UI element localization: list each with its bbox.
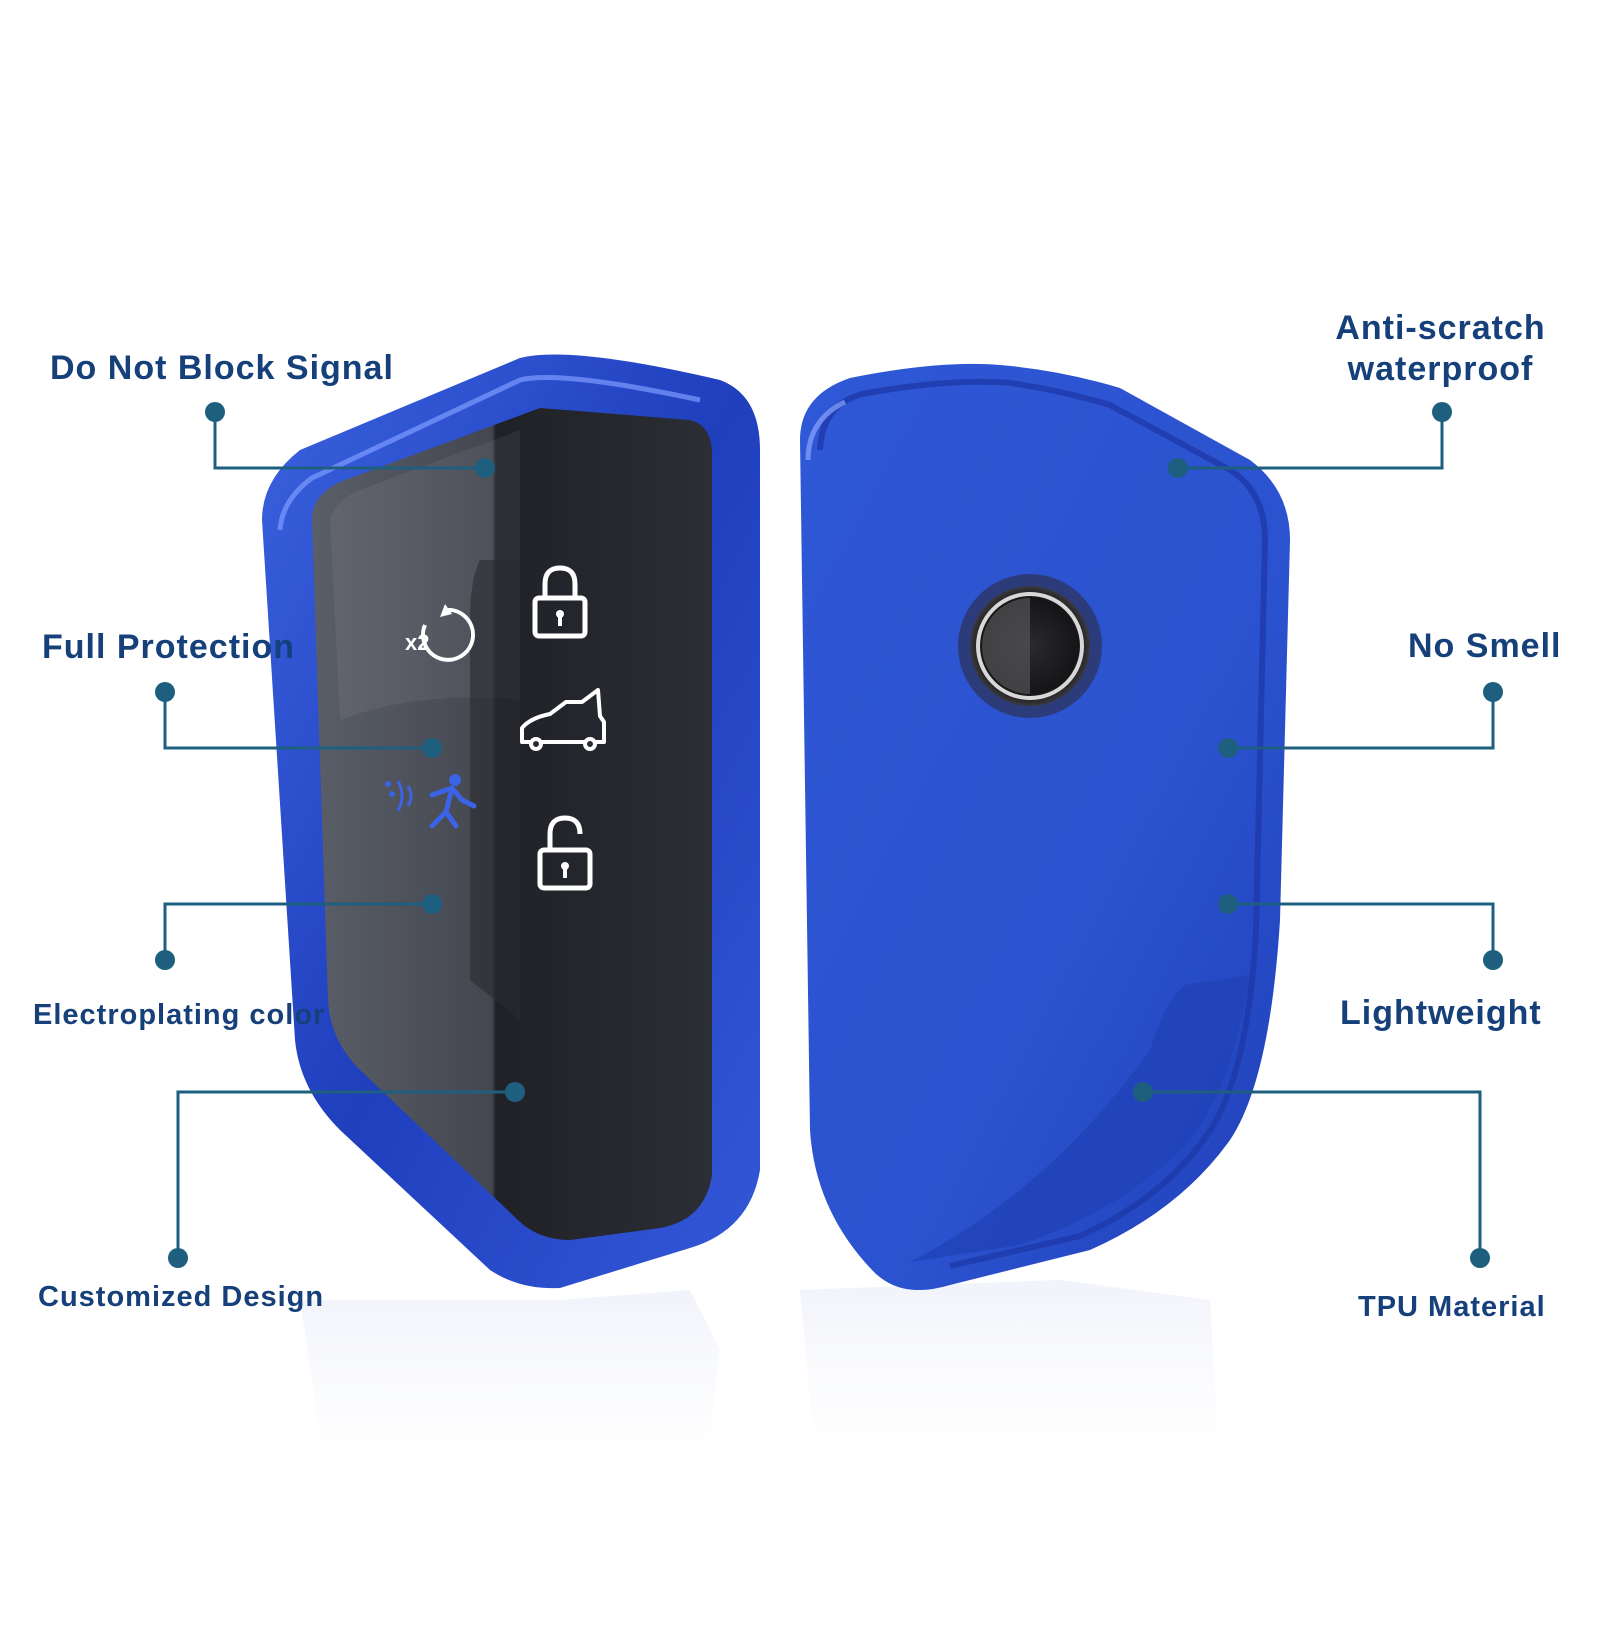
feature-electroplating-color: Electroplating color: [33, 999, 326, 1031]
leader-tpu-material: [1143, 1090, 1482, 1258]
right-case-highlight: [805, 399, 847, 461]
right-case-shell: [800, 363, 1290, 1290]
right-case-lower-panel: [910, 975, 1250, 1262]
feature-lightweight: Lightweight: [1340, 994, 1542, 1032]
trunk-icon: [520, 688, 606, 751]
feature-anti-scratch-line1: Anti-scratch: [1335, 309, 1546, 347]
left-case-highlight: [277, 375, 701, 531]
leader-do-not-block-signal: [213, 412, 485, 470]
left-case-reflection: [300, 1290, 720, 1520]
unlock-icon: [537, 815, 593, 891]
right-key-case: [800, 363, 1290, 1290]
feature-tpu-material: TPU Material: [1358, 1291, 1546, 1323]
feature-anti-scratch-waterproof: Anti-scratch waterproof: [1318, 308, 1563, 390]
x2-button-label: x2: [405, 630, 430, 655]
leader-electroplating: [163, 902, 432, 960]
right-case-rim: [817, 378, 1269, 1269]
lock-icon: [532, 565, 588, 639]
leader-no-smell: [1228, 692, 1495, 750]
feature-do-not-block-signal: Do Not Block Signal: [50, 349, 394, 387]
feature-anti-scratch-line2: waterproof: [1347, 349, 1534, 388]
feature-no-smell: No Smell: [1408, 627, 1562, 665]
leader-customized-design: [176, 1090, 515, 1258]
leader-lines: [163, 412, 1495, 1258]
leader-dots: [155, 402, 1503, 1268]
right-case-reflection: [800, 1280, 1220, 1510]
feature-full-protection: Full Protection: [42, 628, 295, 666]
x2-remote-start-icon: [421, 604, 475, 662]
power-button-icon: [958, 574, 1102, 718]
left-key-case: [262, 354, 760, 1289]
leader-full-protection: [163, 692, 432, 750]
leader-anti-scratch: [1178, 412, 1444, 470]
button-ridge: [470, 560, 520, 1020]
pedestrian-alert-icon: [385, 774, 477, 829]
feature-customized-design: Customized Design: [38, 1281, 325, 1313]
leader-lightweight: [1228, 902, 1495, 960]
